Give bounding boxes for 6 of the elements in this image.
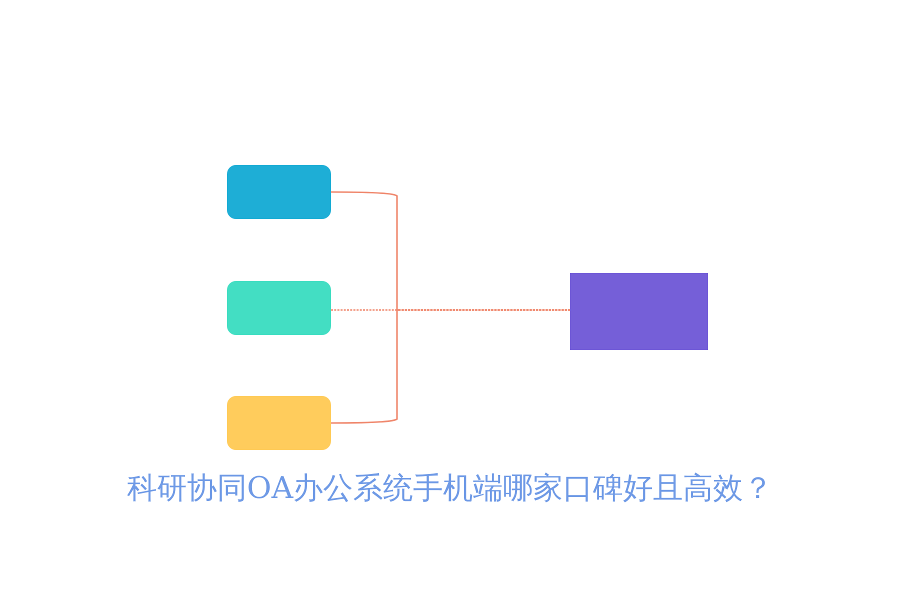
box [570,273,708,350]
title: 科研协同OA办公系统手机端哪家口碑好且高效？ [126,470,774,508]
rounded-box [227,281,331,335]
rounded-box [227,396,331,450]
bracket-connector [331,309,570,424]
rounded-box [227,165,331,219]
